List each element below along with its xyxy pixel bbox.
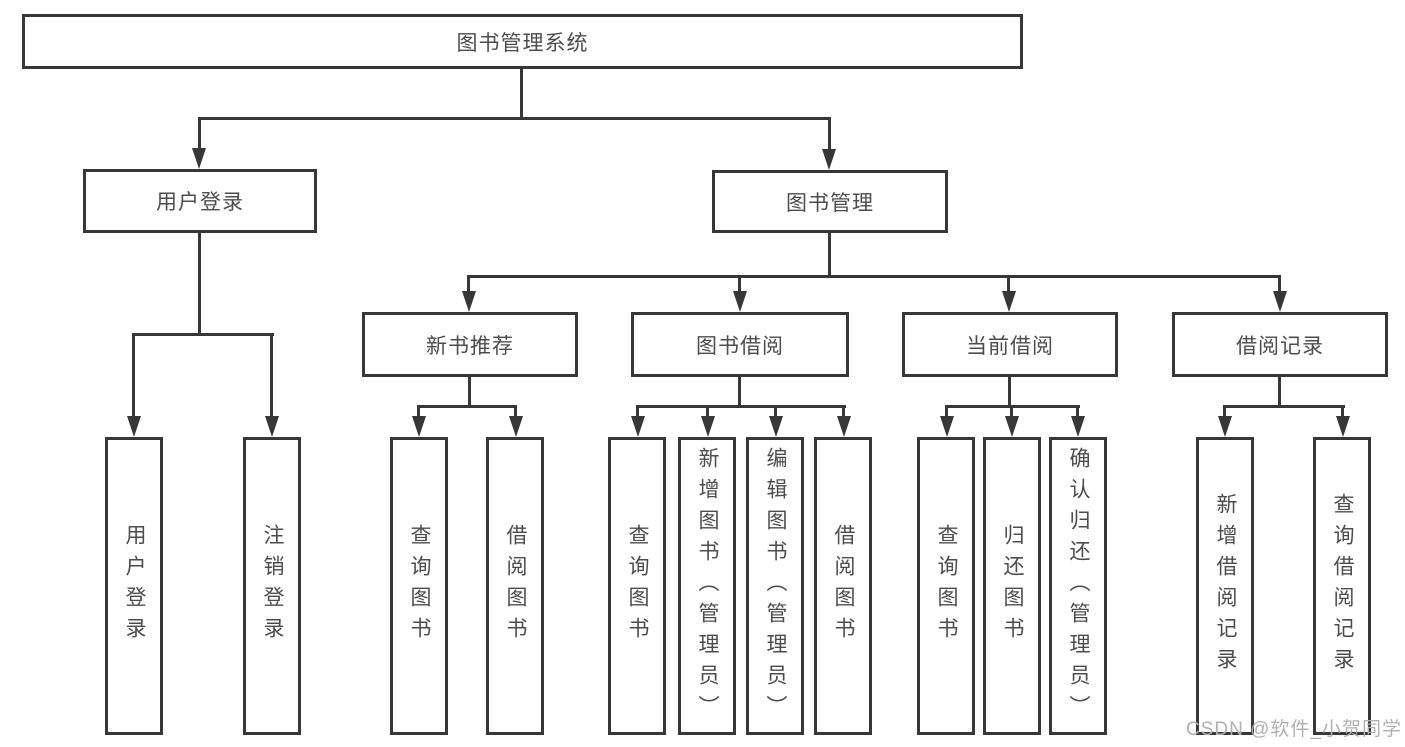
leaf-query-borrow-record: 查询借阅记录 (1313, 437, 1371, 735)
connector-line (842, 405, 845, 417)
leaf-borrow-books-recommend: 借阅图书 (486, 437, 544, 735)
connector-line (1278, 376, 1281, 407)
node-current-borrow: 当前借阅 (902, 312, 1118, 377)
connector-line (1008, 376, 1011, 407)
leaf-add-borrow-record: 新增借阅记录 (1196, 437, 1254, 735)
connector-line (738, 275, 741, 293)
leaf-confirm-return-admin: 确认归还（管理员） (1049, 437, 1107, 735)
leaf-logout: 注销登录 (243, 437, 301, 735)
node-new-book-recommend: 新书推荐 (362, 312, 578, 377)
connector-line (198, 117, 201, 149)
arrow-down-icon (462, 291, 476, 312)
leaf-query-books-recommend: 查询图书 (390, 437, 448, 735)
arrow-down-icon (1071, 416, 1085, 437)
arrow-down-icon (733, 291, 747, 312)
leaf-user-login: 用户登录 (105, 437, 163, 735)
arrow-down-icon (1336, 416, 1350, 437)
leaf-query-books-current: 查询图书 (917, 437, 975, 735)
connector-line (828, 231, 831, 277)
connector-line (1223, 405, 1345, 408)
arrow-down-icon (127, 416, 141, 437)
arrow-down-icon (701, 416, 715, 437)
arrow-down-icon (265, 416, 279, 437)
leaf-borrow-books: 借阅图书 (814, 437, 872, 735)
connector-line (132, 333, 135, 417)
connector-line (828, 117, 831, 150)
connector-line (774, 405, 777, 417)
connector-line (1007, 275, 1010, 293)
node-borrow-records: 借阅记录 (1172, 312, 1388, 377)
arrow-down-icon (940, 416, 954, 437)
arrow-down-icon (412, 416, 426, 437)
arrow-down-icon (1005, 416, 1019, 437)
leaf-query-books-borrow: 查询图书 (608, 437, 666, 735)
connector-line (636, 405, 846, 408)
connector-line (417, 405, 517, 408)
arrow-down-icon (1218, 416, 1232, 437)
connector-line (467, 275, 470, 293)
arrow-down-icon (822, 149, 836, 170)
arrow-down-icon (769, 416, 783, 437)
connector-line (198, 117, 831, 120)
connector-line (132, 333, 274, 336)
connector-line (1223, 405, 1226, 417)
arrow-down-icon (837, 416, 851, 437)
arrow-down-icon (192, 148, 206, 169)
connector-line (1010, 405, 1013, 417)
connector-line (1278, 275, 1281, 293)
connector-line (945, 405, 948, 417)
connector-line (198, 231, 201, 335)
connector-line (468, 376, 471, 407)
arrow-down-icon (509, 416, 523, 437)
node-book-borrow: 图书借阅 (631, 312, 849, 377)
connector-line (514, 405, 517, 417)
connector-line (417, 405, 420, 417)
connector-line (1076, 405, 1079, 417)
watermark: CSDN @软件_小贺同学 (1186, 719, 1402, 740)
connector-line (706, 405, 709, 417)
leaf-add-book-admin: 新增图书（管理员） (678, 437, 736, 735)
connector-line (270, 333, 273, 417)
connector-line (520, 68, 523, 118)
node-user-login: 用户登录 (83, 169, 317, 233)
arrow-down-icon (1273, 291, 1287, 312)
leaf-edit-book-admin: 编辑图书（管理员） (746, 437, 804, 735)
arrow-down-icon (1002, 291, 1016, 312)
node-book-management: 图书管理 (712, 170, 948, 233)
connector-line (636, 405, 639, 417)
connector-line (738, 376, 741, 407)
arrow-down-icon (631, 416, 645, 437)
leaf-return-book: 归还图书 (983, 437, 1041, 735)
node-root: 图书管理系统 (22, 14, 1023, 69)
connector-line (467, 275, 1281, 278)
connector-line (1341, 405, 1344, 417)
